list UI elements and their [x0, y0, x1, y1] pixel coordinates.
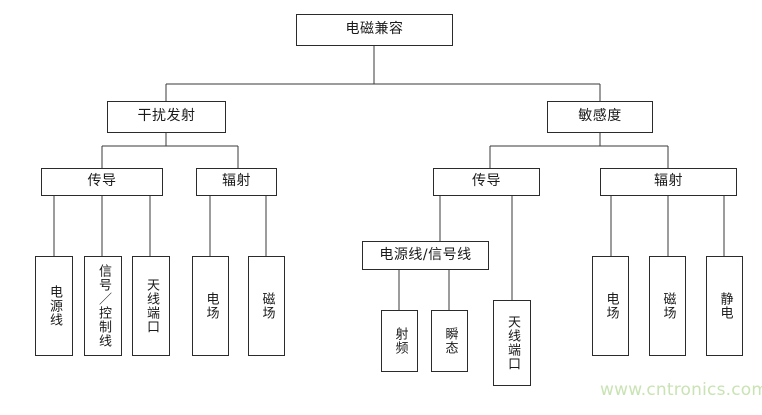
node-susceptibility-conducted-label: 传导	[472, 173, 501, 190]
node-emission-conducted[interactable]: 传导	[41, 168, 163, 196]
leaf-emission-electric-field-label: 电场	[203, 292, 219, 320]
node-susceptibility-radiated-label: 辐射	[654, 173, 683, 190]
leaf-emission-signal-control-line[interactable]: 信号／控制线	[84, 256, 122, 356]
leaf-susceptibility-magnetic-field[interactable]: 磁场	[649, 256, 686, 356]
node-emission-radiated-label: 辐射	[222, 173, 251, 190]
node-interference-emission-label: 干扰发射	[137, 108, 196, 125]
leaf-emission-electric-field[interactable]: 电场	[192, 256, 229, 356]
node-power-signal-line-label: 电源线/信号线	[379, 246, 472, 263]
leaf-susceptibility-electric-field[interactable]: 电场	[592, 256, 629, 356]
node-susceptibility-label: 敏感度	[578, 108, 622, 125]
node-susceptibility-conducted[interactable]: 传导	[433, 168, 540, 196]
leaf-emission-magnetic-field[interactable]: 磁场	[248, 256, 285, 356]
node-root-emc[interactable]: 电磁兼容	[296, 14, 453, 46]
leaf-susceptibility-transient-label: 瞬态	[442, 327, 458, 355]
leaf-susceptibility-magnetic-field-label: 磁场	[660, 292, 676, 320]
watermark: www.cntronics.com	[600, 380, 762, 400]
leaf-emission-magnetic-field-label: 磁场	[259, 292, 275, 320]
leaf-susceptibility-rf-label: 射频	[392, 327, 408, 355]
leaf-susceptibility-antenna-port-label: 天线端口	[505, 315, 521, 371]
leaf-susceptibility-electric-field-label: 电场	[603, 292, 619, 320]
node-emission-radiated[interactable]: 辐射	[196, 168, 277, 196]
leaf-emission-power-line-label: 电源线	[47, 285, 63, 327]
leaf-emission-power-line[interactable]: 电源线	[35, 256, 73, 356]
node-emission-conducted-label: 传导	[87, 173, 117, 190]
leaf-susceptibility-electrostatic[interactable]: 静电	[706, 256, 743, 356]
node-interference-emission[interactable]: 干扰发射	[107, 101, 226, 133]
leaf-emission-antenna-port[interactable]: 天线端口	[132, 256, 170, 356]
node-susceptibility[interactable]: 敏感度	[547, 101, 653, 133]
node-susceptibility-radiated[interactable]: 辐射	[600, 168, 737, 196]
leaf-susceptibility-rf[interactable]: 射频	[381, 310, 418, 372]
leaf-emission-signal-control-line-label: 信号／控制线	[96, 264, 112, 348]
node-root-emc-label: 电磁兼容	[345, 21, 404, 38]
leaf-susceptibility-antenna-port[interactable]: 天线端口	[493, 300, 531, 386]
leaf-susceptibility-transient[interactable]: 瞬态	[431, 310, 468, 372]
node-power-signal-line[interactable]: 电源线/信号线	[362, 241, 489, 270]
leaf-emission-antenna-port-label: 天线端口	[144, 278, 160, 334]
leaf-susceptibility-electrostatic-label: 静电	[717, 292, 733, 320]
